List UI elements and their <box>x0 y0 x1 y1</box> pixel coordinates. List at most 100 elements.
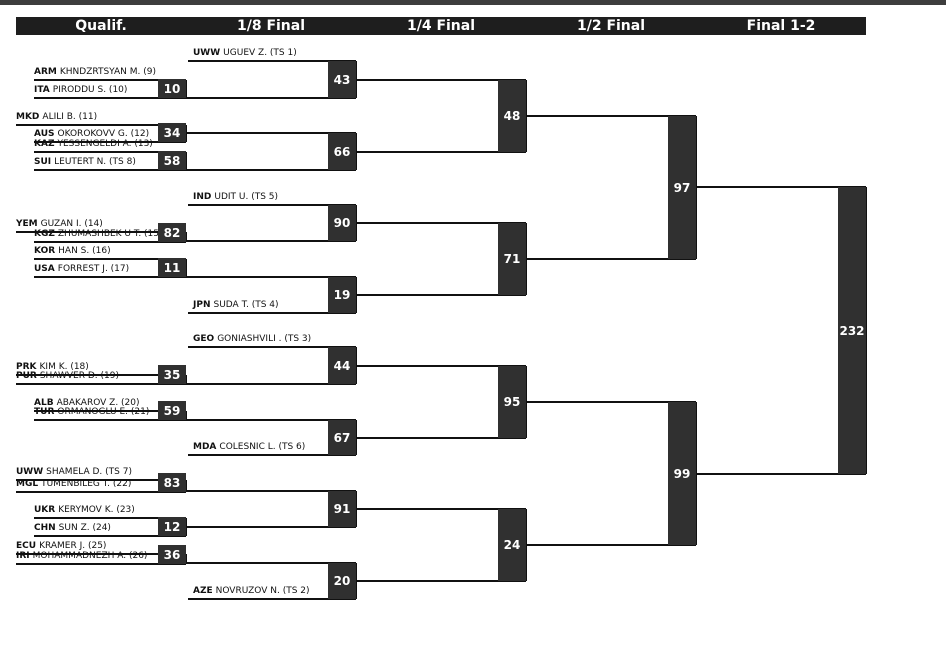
bracket-line <box>34 258 186 260</box>
bracket-line <box>185 232 187 242</box>
country-code: ITA <box>34 85 50 95</box>
country-code: TUR <box>34 407 55 417</box>
bracket-line <box>356 294 526 296</box>
country-code: KOR <box>34 246 56 256</box>
bout-number: 82 <box>158 223 186 242</box>
athlete-name: FORREST J. (17) <box>57 264 130 274</box>
athlete-name: KERYMOV K. (23) <box>58 505 135 515</box>
bracket-line <box>188 346 356 348</box>
country-code: IRI <box>16 551 30 561</box>
bracket-line <box>186 97 356 99</box>
bracket-line <box>34 241 186 243</box>
bracket-line <box>34 169 186 171</box>
bracket-line <box>526 401 696 403</box>
athlete-name: KHNDZRTSYAN M. (9) <box>59 67 156 77</box>
bout-number: 12 <box>158 517 186 536</box>
country-code: UKR <box>34 505 56 515</box>
bracket-line <box>34 151 186 153</box>
bracket-line <box>186 562 356 564</box>
bout-number: 43 <box>328 61 356 98</box>
country-code: AZE <box>193 586 213 596</box>
bracket-line <box>188 454 356 456</box>
bracket-line <box>16 124 186 126</box>
top-strip <box>0 0 946 5</box>
bracket-line <box>34 419 186 421</box>
bout-number: 91 <box>328 491 356 527</box>
bout-number: 67 <box>328 420 356 455</box>
athlete-name: SUDA T. (TS 4) <box>213 300 279 310</box>
bracket-line <box>34 535 186 537</box>
country-code: YEM <box>16 219 38 229</box>
athlete-name: TUMENBILEG T. (22) <box>41 479 132 489</box>
bracket-line <box>34 79 186 81</box>
bracket-line <box>16 553 186 555</box>
bracket-line <box>16 383 186 385</box>
country-code: ALB <box>34 398 54 408</box>
athlete-name: ORMANOGLU E. (21) <box>57 407 150 417</box>
bracket-line <box>186 132 356 134</box>
athlete-name: NOVRUZOV N. (TS 2) <box>215 586 310 596</box>
athlete-name: HAN S. (16) <box>58 246 111 256</box>
bracket-line <box>356 79 526 81</box>
bracket-line <box>696 186 866 188</box>
bracket-line <box>34 517 186 519</box>
bracket-line <box>185 259 187 277</box>
bracket-line <box>526 544 696 546</box>
country-code: IND <box>193 192 212 202</box>
bout-number: 35 <box>158 365 186 384</box>
bracket-line <box>865 187 867 474</box>
bout-number: 58 <box>158 151 186 170</box>
athlete-name: PIRODDU S. (10) <box>52 85 128 95</box>
bracket-line <box>356 151 526 153</box>
bout-number: 59 <box>158 401 186 420</box>
country-code: KGZ <box>34 229 55 239</box>
bout-number: 95 <box>498 366 526 438</box>
bracket-line <box>186 419 356 421</box>
country-code: CHN <box>34 523 56 533</box>
bout-number: 36 <box>158 545 186 564</box>
bracket-line <box>185 411 187 420</box>
country-code: MDA <box>193 442 217 452</box>
bout-number: 11 <box>158 258 186 277</box>
bracket-line <box>34 276 186 278</box>
bracket-line <box>526 258 696 260</box>
bracket-line <box>186 526 356 528</box>
athlete-name: ABAKAROV Z. (20) <box>56 398 140 408</box>
country-code: ARM <box>34 67 57 77</box>
athlete-name: KRAMER J. (25) <box>39 541 107 551</box>
athlete-name: KIM K. (18) <box>39 362 89 372</box>
bout-number: 90 <box>328 205 356 241</box>
country-code: USA <box>34 264 55 274</box>
bout-number: 19 <box>328 277 356 313</box>
round-label: Final 1-2 <box>746 18 816 34</box>
bracket-line <box>188 60 356 62</box>
country-code: ECU <box>16 541 37 551</box>
bracket-line <box>16 374 186 376</box>
athlete-name: GONIASHVILI . (TS 3) <box>217 334 312 344</box>
bracket-line <box>16 231 186 233</box>
bracket-line <box>526 115 696 117</box>
bracket-line <box>186 276 356 278</box>
country-code: GEO <box>193 334 215 344</box>
round-header: Qualif. 1/8 Final 1/4 Final 1/2 Final Fi… <box>16 17 866 35</box>
bracket-line <box>34 141 186 143</box>
bracket-line <box>186 383 356 385</box>
bout-number: 48 <box>498 80 526 152</box>
